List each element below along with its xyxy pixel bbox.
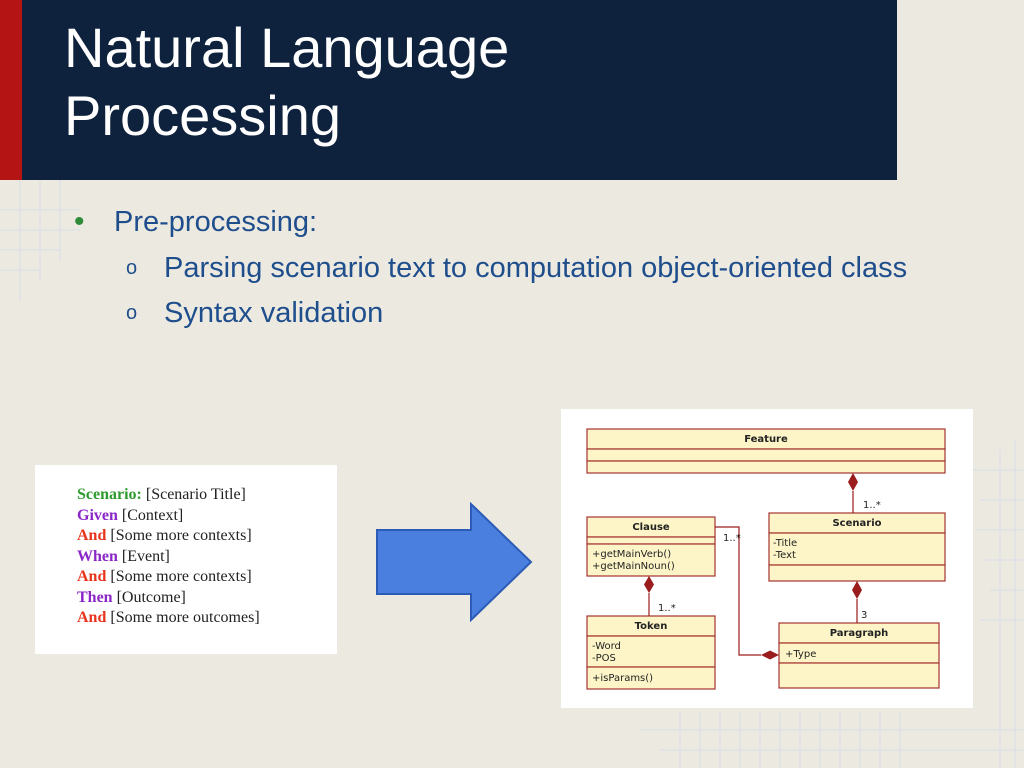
multiplicity-label: 3 [861, 610, 867, 621]
bullet-item-main: • Pre-processing: [74, 200, 974, 244]
class-attribute: -Text [773, 550, 796, 561]
multiplicity-label: 1..* [863, 500, 881, 511]
composition-diamond-icon [644, 576, 654, 593]
gherkin-line: Then [Outcome] [77, 588, 337, 609]
circle-bullet-icon: o [126, 302, 138, 324]
gherkin-scenario-template: Scenario: [Scenario Title] Given [Contex… [35, 465, 337, 654]
class-name: Feature [744, 434, 788, 445]
composition-diamond-icon [761, 650, 779, 660]
accent-stripe [0, 0, 22, 180]
gherkin-keyword: Scenario: [77, 486, 142, 503]
bullet-list: • Pre-processing: o Parsing scenario tex… [74, 200, 974, 334]
multiplicity-label: 1..* [658, 603, 676, 614]
gherkin-keyword: And [77, 568, 107, 585]
gherkin-keyword: And [77, 527, 107, 544]
circle-bullet-icon: o [126, 257, 138, 279]
sub-bullet-text: Parsing scenario text to computation obj… [164, 252, 908, 284]
bullet-text: Pre-processing: [114, 206, 318, 238]
class-attribute: +Type [785, 649, 816, 660]
class-scenario-attributes [768, 532, 946, 566]
gherkin-line: Scenario: [Scenario Title] [77, 485, 337, 506]
gherkin-keyword: Given [77, 506, 118, 524]
gherkin-text: [Some more contexts] [106, 527, 252, 544]
gherkin-line: Given [Context] [77, 506, 337, 527]
sub-bullet-item: o Syntax validation [74, 293, 974, 334]
gherkin-text: [Some more contexts] [106, 568, 252, 585]
title-banner: Natural Language Processing [22, 0, 897, 180]
class-token-attributes [586, 635, 716, 668]
composition-diamond-icon [848, 473, 858, 491]
bullet-dot-icon: • [74, 205, 85, 238]
gherkin-keyword: And [77, 609, 107, 626]
sub-bullet-item: o Parsing scenario text to computation o… [74, 248, 974, 289]
slide-title: Natural Language Processing [64, 16, 510, 147]
class-operation: +getMainNoun() [592, 561, 675, 572]
gherkin-text: [Context] [117, 506, 184, 524]
gherkin-line: When [Event] [77, 547, 337, 568]
class-operation: +isParams() [592, 673, 653, 684]
class-attribute: -Title [773, 538, 797, 549]
right-arrow-icon [376, 502, 533, 622]
gherkin-keyword: Then [77, 588, 113, 606]
class-name: Scenario [832, 518, 881, 529]
gherkin-text: [Event] [117, 547, 170, 565]
gherkin-text: [Some more outcomes] [106, 609, 260, 626]
gherkin-line: And [Some more outcomes] [77, 608, 337, 629]
uml-class-diagram: Feature Scenario -Title -Text Clause +ge… [561, 409, 973, 708]
gherkin-line: And [Some more contexts] [77, 526, 337, 547]
sub-bullet-text: Syntax validation [164, 297, 384, 329]
class-scenario-operations [768, 564, 946, 582]
class-name: Clause [632, 522, 670, 533]
class-name: Token [635, 621, 668, 632]
class-operation: +getMainVerb() [592, 549, 671, 560]
class-name: Paragraph [830, 628, 889, 639]
class-feature-attributes [586, 448, 946, 462]
composition-diamond-icon [852, 581, 862, 599]
class-clause-attributes [586, 536, 716, 545]
class-token-operations [586, 666, 716, 690]
gherkin-line: And [Some more contexts] [77, 567, 337, 588]
class-attribute: -Word [592, 641, 621, 652]
multiplicity-label: 1..* [723, 533, 741, 544]
class-feature-operations [586, 460, 946, 474]
class-paragraph-operations [778, 662, 940, 689]
gherkin-text: [Scenario Title] [141, 486, 246, 503]
gherkin-text: [Outcome] [112, 588, 186, 606]
class-attribute: -POS [592, 653, 616, 664]
class-clause-operations [586, 543, 716, 577]
gherkin-keyword: When [77, 547, 118, 565]
association-clause-paragraph [715, 526, 761, 656]
